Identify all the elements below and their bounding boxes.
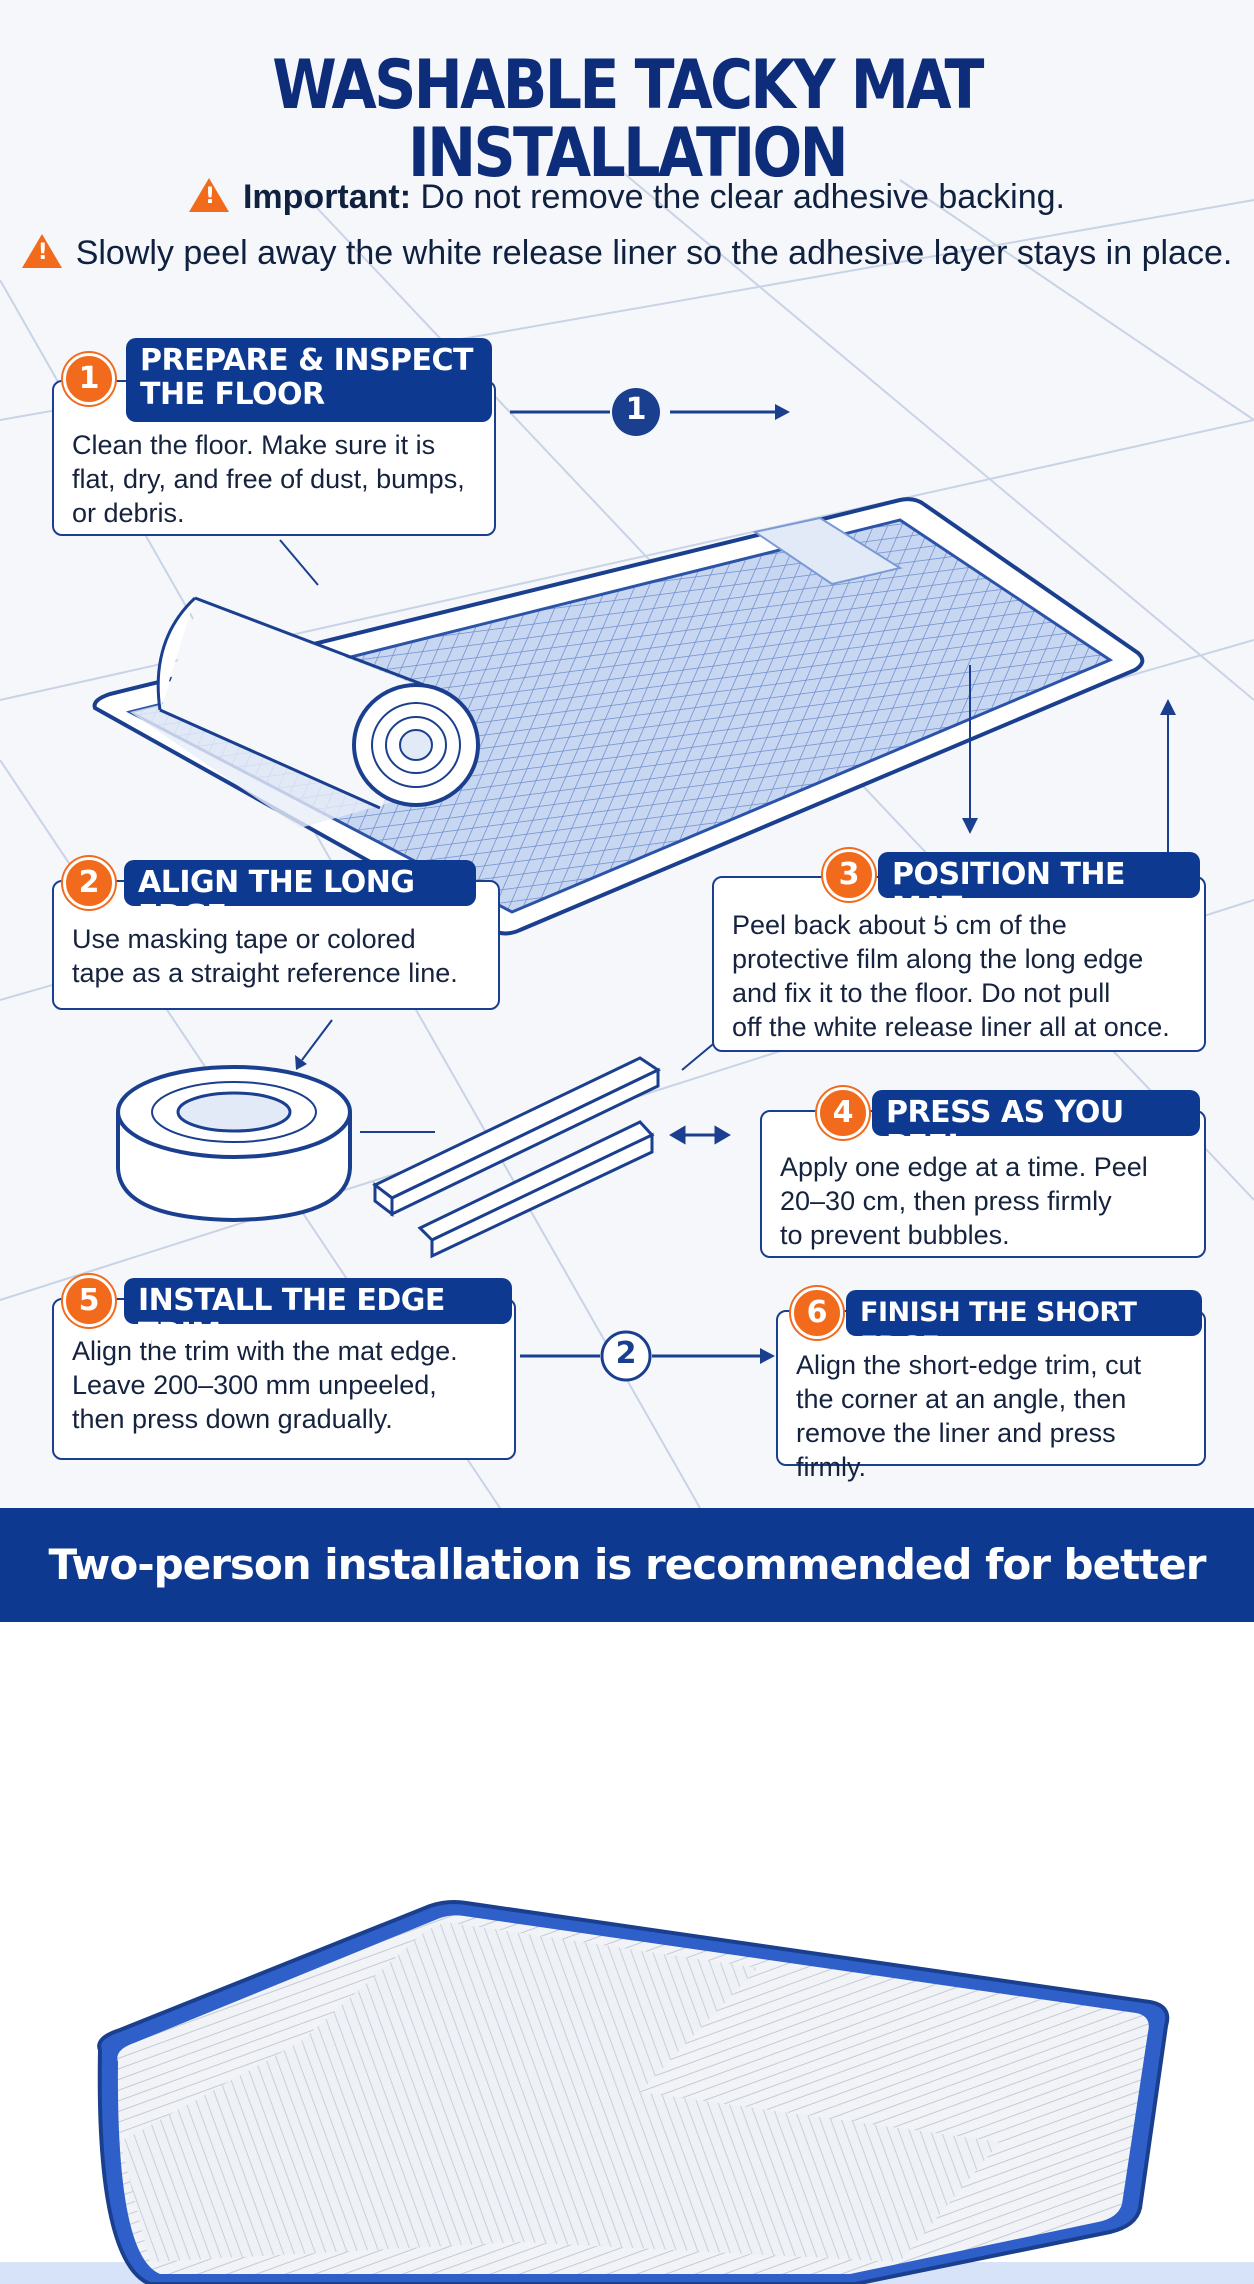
step-3-body-line: and fix it to the floor. Do not pull	[732, 978, 1111, 1008]
step-6-body-line: the corner at an angle, then	[796, 1384, 1127, 1414]
step-3-card: Peel back about 5 cm of the protective f…	[712, 876, 1206, 1052]
step-5-body-line: then press down gradually.	[72, 1404, 393, 1434]
step-2-body-line: tape as a straight reference line.	[72, 958, 458, 988]
step-2-number-badge: 2	[63, 857, 115, 909]
flow-arrow-1	[510, 388, 790, 436]
step-5-body-line: Leave 200–300 mm unpeeled,	[72, 1370, 437, 1400]
warning-line-1: Important: Do not remove the clear adhes…	[0, 178, 1254, 217]
step-4-body-line: 20–30 cm, then press firmly	[780, 1186, 1112, 1216]
arrowheads	[295, 699, 1176, 1070]
recommendation-banner: Two-person installation is recommended f…	[0, 1508, 1254, 1703]
step-1-body-line: flat, dry, and free of dust, bumps,	[72, 464, 465, 494]
step-4-header: PRESS AS YOU PEEL	[872, 1090, 1200, 1164]
step-3-header: POSITION THE MAT	[878, 852, 1200, 926]
flow-marker-2: 2	[615, 1336, 637, 1371]
step-6-card: Align the short-edge trim, cut the corne…	[776, 1310, 1206, 1482]
step-4-body-line: to prevent bubbles.	[780, 1220, 1010, 1250]
flow-arrow-2	[520, 1330, 775, 1382]
step-4-body-line: Apply one edge at a time. Peel	[780, 1152, 1148, 1182]
step-3-body-line: off the white release liner all at once.	[732, 1012, 1170, 1042]
page-title: WASHABLE TACKY MAT INSTALLATION	[272, 46, 984, 193]
step-3-body-line: protective film along the long edge	[732, 944, 1144, 974]
step-1-title-line: PREPARE & INSPECT	[140, 343, 474, 378]
tacky-mat	[92, 497, 1145, 936]
warning-line-2: Slowly peel away the white release liner…	[0, 234, 1254, 273]
step-1-title-line: THE FLOOR	[140, 377, 325, 412]
step-2-header: ALIGN THE LONG EDGE	[124, 860, 476, 934]
warning-icon	[188, 178, 229, 212]
double-arrow-icon	[669, 1125, 731, 1145]
rolled-liner	[156, 596, 480, 810]
warning-text-1: Do not remove the clear adhesive backing…	[411, 178, 1065, 216]
warning-label: Important:	[242, 178, 412, 216]
warning-text-2: Slowly peel away the white release liner…	[75, 234, 1233, 272]
installation-illustration	[0, 169, 1254, 1508]
step-6-header: FINISH THE SHORT EDGE	[846, 1290, 1202, 1362]
step-6-body-line: Align the short-edge trim, cut	[796, 1350, 1142, 1380]
step-1-number-badge: 1	[63, 353, 115, 405]
step-5-card: Align the trim with the mat edge. Leave …	[52, 1298, 516, 1460]
arrow-right-icon	[775, 404, 790, 420]
step-1-body-line: Clean the floor. Make sure it is	[72, 430, 436, 460]
step-4-number-badge: 4	[817, 1087, 869, 1139]
arrow-down-icon	[962, 818, 978, 834]
step-3-number-badge: 3	[823, 849, 875, 901]
step-2-body-line: Use masking tape or colored	[72, 924, 416, 954]
tape-roll	[116, 1065, 352, 1223]
step-5-header: INSTALL THE EDGE TRIM	[124, 1278, 512, 1352]
step-1-body-line: or debris.	[72, 498, 185, 528]
step-3-body-line: Peel back about 5 cm of the	[732, 910, 1067, 940]
connector-lines	[279, 539, 1169, 1133]
step-6-body-line: remove the liner and press firmly.	[796, 1418, 1116, 1482]
step-6-number-badge: 6	[791, 1287, 843, 1339]
step-5-body-line: Align the trim with the mat edge.	[72, 1336, 458, 1366]
finished-mat-illustration	[0, 1900, 1254, 2284]
step-5-number-badge: 5	[63, 1275, 115, 1327]
flow-marker-1: 1	[625, 392, 647, 427]
arrow-up-icon	[1160, 699, 1176, 715]
warning-icon	[21, 234, 62, 268]
edge-trim-strips	[372, 1056, 662, 1259]
step-1-header: PREPARE & INSPECT THE FLOOR	[126, 338, 492, 422]
